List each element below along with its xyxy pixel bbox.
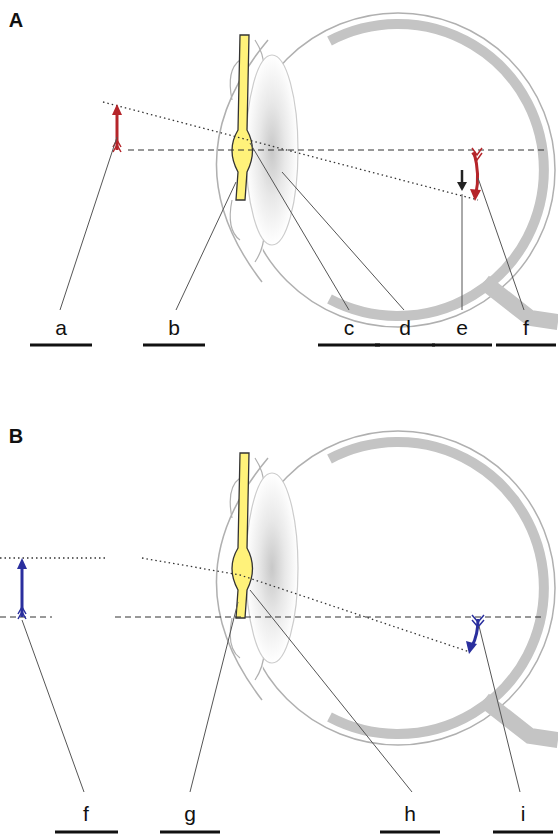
panel-letter: A	[9, 8, 23, 32]
retinal-image-arrow	[457, 148, 482, 201]
callout-letter: h	[404, 802, 416, 826]
callout-letter: f	[83, 802, 89, 826]
callout-letter: a	[55, 316, 67, 340]
callout-letter: b	[168, 316, 180, 340]
object-arrow	[112, 104, 122, 152]
callout-letter: f	[523, 316, 529, 340]
callout-letter: d	[399, 316, 411, 340]
object-arrow	[17, 558, 27, 619]
callout-letter: g	[184, 802, 196, 826]
callout-letter: e	[456, 316, 468, 340]
callout-letter: c	[344, 316, 355, 340]
panel-letter: B	[9, 424, 23, 448]
callout-letter: i	[521, 802, 526, 826]
